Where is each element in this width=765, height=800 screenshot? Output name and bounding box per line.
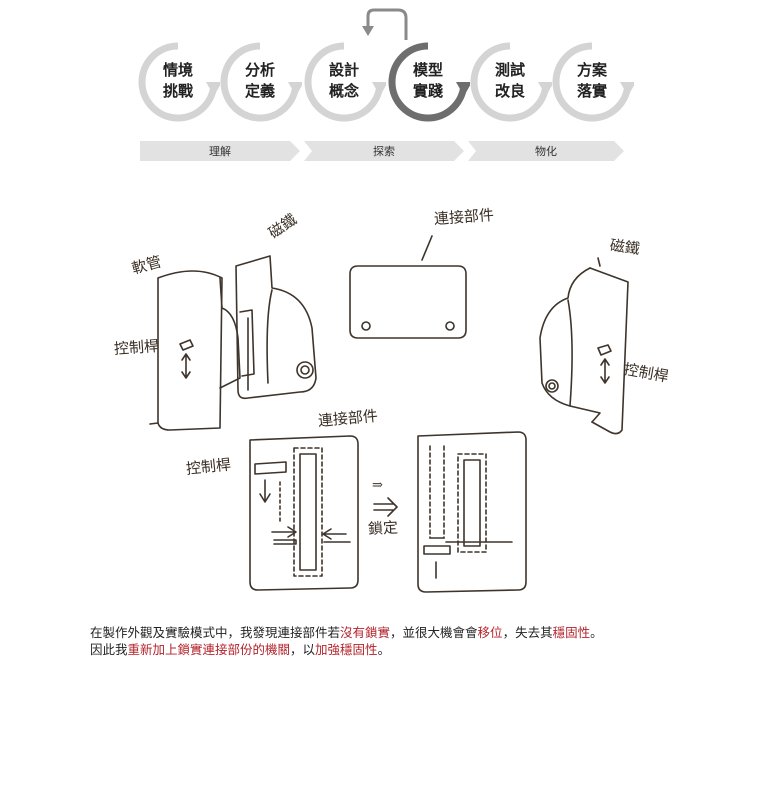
chevron-arrow-icon bbox=[468, 141, 624, 161]
highlighted-text: 移位 bbox=[477, 625, 503, 640]
chevron-arrow-icon bbox=[304, 141, 464, 161]
step-label-line-2: 實踐 bbox=[412, 82, 443, 100]
process-step-label: 分析定義 bbox=[218, 60, 302, 102]
phase-bar-2: 探索 bbox=[304, 141, 464, 161]
process-step-6: 方案落實 bbox=[550, 40, 634, 124]
process-step-3: 設計概念 bbox=[302, 40, 386, 124]
sketch-drawing bbox=[149, 235, 629, 593]
step-label-line-1: 模型 bbox=[412, 61, 443, 79]
process-step-label: 設計概念 bbox=[302, 60, 386, 102]
step-label-line-2: 定義 bbox=[244, 82, 275, 100]
description-text: 在製作外觀及實驗模式中，我發現連接部件若沒有鎖實，並很大機會會移位，失去其穩固性… bbox=[90, 624, 690, 658]
step-label-line-2: 改良 bbox=[494, 82, 525, 100]
step-label-line-2: 落實 bbox=[576, 82, 607, 100]
highlighted-text: 穩固性 bbox=[552, 625, 591, 640]
description-line-2: 因此我重新加上鎖實連接部份的機關，以加強穩固性。 bbox=[90, 641, 690, 658]
process-step-label: 方案落實 bbox=[550, 60, 634, 102]
hand-drawn-sketch: 軟管 磁鐵 連接部件 磁鐵 控制桿 控制桿 連接部件 控制桿 鎖定 ⇒ bbox=[100, 178, 680, 608]
highlighted-text: 加強穩固性 bbox=[315, 642, 378, 657]
highlighted-text: 沒有鎖實 bbox=[340, 625, 391, 640]
step-label-line-2: 概念 bbox=[328, 82, 359, 100]
step-label-line-1: 情境 bbox=[162, 61, 193, 79]
design-process-diagram: 情境挑戰分析定義設計概念模型實踐測試改良方案落實 理解探索物化 bbox=[0, 0, 765, 170]
description-line-1: 在製作外觀及實驗模式中，我發現連接部件若沒有鎖實，並很大機會會移位，失去其穩固性… bbox=[90, 624, 690, 641]
phase-bar-3: 物化 bbox=[468, 141, 624, 161]
description-text-segment: 因此我 bbox=[90, 642, 128, 657]
step-label-line-1: 測試 bbox=[494, 61, 525, 79]
step-label-line-2: 挑戰 bbox=[162, 82, 193, 100]
cycle-arrow-ring-icon bbox=[220, 42, 302, 122]
lock-arrow-icon: ⇒ bbox=[372, 478, 383, 493]
phase-label: 探索 bbox=[373, 145, 395, 158]
phase-label: 物化 bbox=[535, 145, 557, 158]
label-connector-top: 連接部件 bbox=[433, 205, 495, 228]
description-text-segment: ，以 bbox=[290, 642, 316, 657]
process-step-label: 情境挑戰 bbox=[136, 60, 220, 102]
step-label-line-1: 設計 bbox=[328, 61, 359, 79]
process-step-label: 測試改良 bbox=[468, 60, 552, 102]
cycle-arrow-ring-icon bbox=[552, 42, 634, 122]
description-text-segment: ，失去其 bbox=[502, 625, 553, 640]
chevron-arrow-icon bbox=[140, 141, 300, 161]
step-label-line-1: 分析 bbox=[244, 61, 275, 79]
process-step-2: 分析定義 bbox=[218, 40, 302, 124]
process-step-4: 模型實踐 bbox=[386, 40, 470, 124]
cycle-arrow-ring-icon bbox=[304, 42, 386, 122]
cycle-arrow-ring-icon bbox=[470, 42, 552, 122]
process-step-1: 情境挑戰 bbox=[136, 40, 220, 124]
loop-back-arrow-icon bbox=[362, 8, 408, 40]
description-text-segment: 。 bbox=[590, 625, 603, 640]
phase-bar-1: 理解 bbox=[140, 141, 300, 161]
label-magnet-right: 磁鐵 bbox=[608, 236, 641, 259]
label-lock: 鎖定 bbox=[367, 518, 399, 538]
description-text-segment: 在製作外觀及實驗模式中，我發現連接部件若 bbox=[90, 625, 341, 640]
phase-label: 理解 bbox=[209, 145, 231, 158]
highlighted-text: 重新加上鎖實連接部份的機關 bbox=[127, 642, 291, 657]
cycle-arrow-ring-icon bbox=[388, 42, 470, 122]
process-step-label: 模型實踐 bbox=[386, 60, 470, 102]
cycle-arrow-ring-icon bbox=[138, 42, 220, 122]
description-text-segment: 。 bbox=[377, 642, 391, 657]
process-step-5: 測試改良 bbox=[468, 40, 552, 124]
label-lever-left: 控制桿 bbox=[113, 336, 160, 358]
step-label-line-1: 方案 bbox=[576, 61, 607, 79]
description-text-segment: ，並很大機會會 bbox=[390, 625, 478, 640]
